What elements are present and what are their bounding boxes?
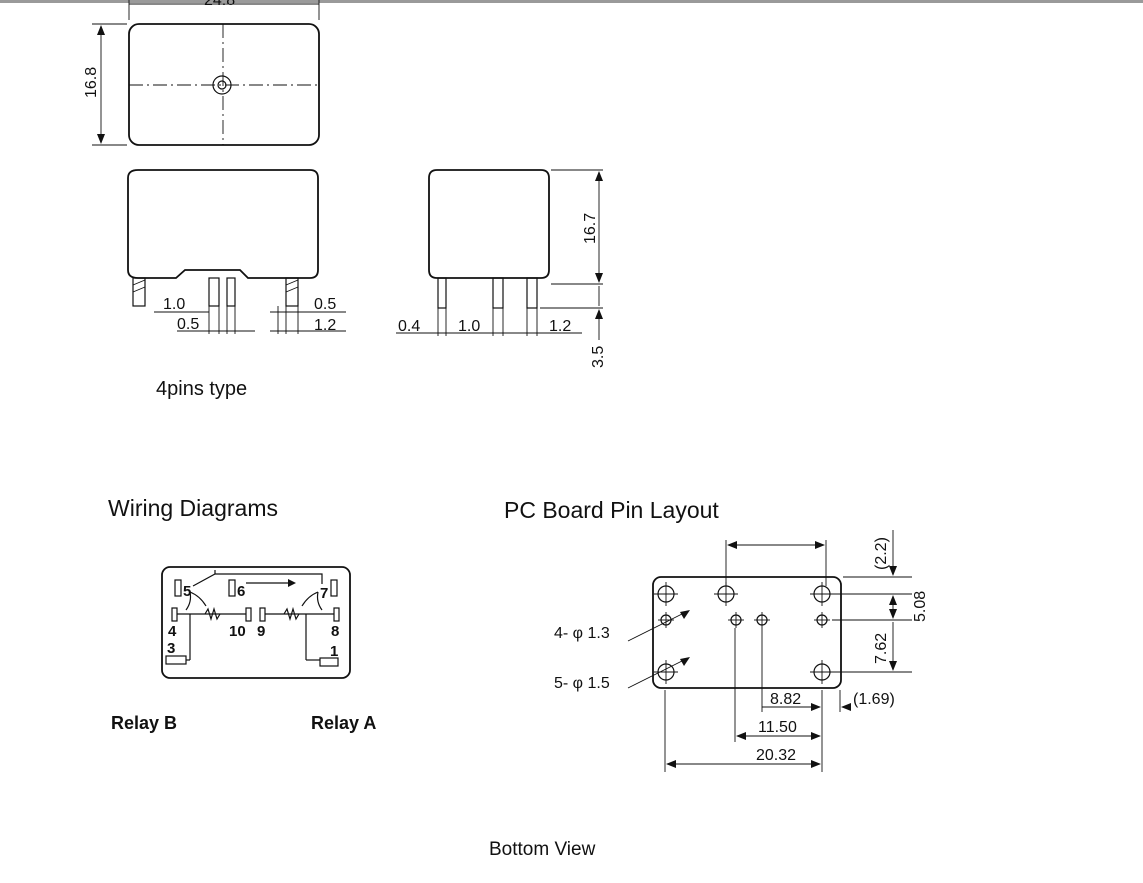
side-view: 16.7 3.5 0.4 1.0 1.2: [396, 169, 607, 368]
wiring-pin-8: 8: [331, 623, 339, 640]
wiring-pin-6: 6: [237, 583, 245, 600]
dim-pcb-col-pitch-2: 11.50: [758, 719, 797, 736]
caption-relay-a: Relay A: [311, 713, 376, 733]
top-rule: [0, 0, 1143, 3]
wiring-title: Wiring Diagrams: [108, 495, 278, 521]
top-view-center-mark: [212, 75, 232, 95]
dim-pcb-col-offset: (1.69): [853, 691, 895, 708]
dim-side-pin-thick: 0.4: [398, 318, 420, 335]
dim-pin-length: 3.5: [590, 346, 607, 368]
dim-pcb-col-pitch-1: 8.82: [770, 691, 801, 708]
dim-pin-gap-b: 0.5: [314, 296, 336, 313]
wiring-pin-7: 7: [320, 585, 328, 602]
caption-pin-type: 4pins type: [156, 378, 247, 400]
dim-side-pin-width: 1.0: [458, 318, 480, 335]
wiring-outline: [161, 566, 351, 679]
wiring-pin-9: 9: [257, 623, 265, 640]
dim-pcb-top-offset: (2.2): [873, 537, 890, 570]
pcb-hole-small-3: [754, 612, 770, 628]
wiring-pin-4: 4: [168, 623, 177, 640]
side-pin-2: [492, 277, 504, 309]
wiring-pin-5: 5: [183, 583, 191, 600]
wiring-pin-1: 1: [330, 643, 338, 660]
front-pin-2: [208, 277, 220, 307]
dim-pcb-row-pitch: 5.08: [912, 591, 929, 622]
dim-pin-width-b: 1.2: [314, 317, 336, 334]
dim-top-height: 16.8: [83, 67, 100, 98]
pcb-hole-small-1: [658, 612, 674, 628]
pcb-hole-large-5: [810, 660, 834, 684]
pcb-outline: [652, 576, 842, 689]
top-view: 24.8 16.8: [83, 0, 320, 146]
pcb-title: PC Board Pin Layout: [504, 497, 719, 523]
pcb-hole-large-1: [654, 582, 678, 606]
dim-side-pin-pitch: 1.2: [549, 318, 571, 335]
top-view-body: [128, 23, 320, 146]
label-holes-large: 5- φ 1.5: [554, 675, 610, 692]
dim-pin-gap-a: 0.5: [177, 316, 199, 333]
side-view-body: [428, 169, 550, 279]
dim-pcb-row-pitch-2: 7.62: [873, 633, 890, 664]
wiring-pin-3: 3: [167, 640, 175, 657]
wiring-pin-10: 10: [229, 623, 246, 640]
side-pin-1: [437, 277, 447, 309]
dim-top-width: 24.8: [204, 0, 235, 9]
pcb-hole-small-2: [728, 612, 744, 628]
dim-pcb-col-pitch-3: 20.32: [756, 747, 796, 764]
wiring-diagram: Wiring Diagrams 5 6 7 4 10 9 8 3: [108, 495, 376, 733]
front-view-body: [127, 169, 319, 279]
label-holes-small: 4- φ 1.3: [554, 625, 610, 642]
side-pin-3: [526, 277, 538, 309]
caption-relay-b: Relay B: [111, 713, 177, 733]
caption-bottom-view: Bottom View: [489, 839, 596, 860]
pcb-hole-small-4: [814, 612, 830, 628]
dim-pin-width-a: 1.0: [163, 296, 185, 313]
dim-side-height: 16.7: [582, 213, 599, 244]
front-view: 1.0 0.5 0.5 1.2 4pins type: [127, 169, 346, 400]
pcb-layout: PC Board Pin Layout (2.2) 5.08 7.62: [504, 497, 929, 772]
front-pin-3: [226, 277, 236, 307]
pcb-hole-large-4: [654, 660, 678, 684]
pcb-hole-large-3: [810, 582, 834, 606]
